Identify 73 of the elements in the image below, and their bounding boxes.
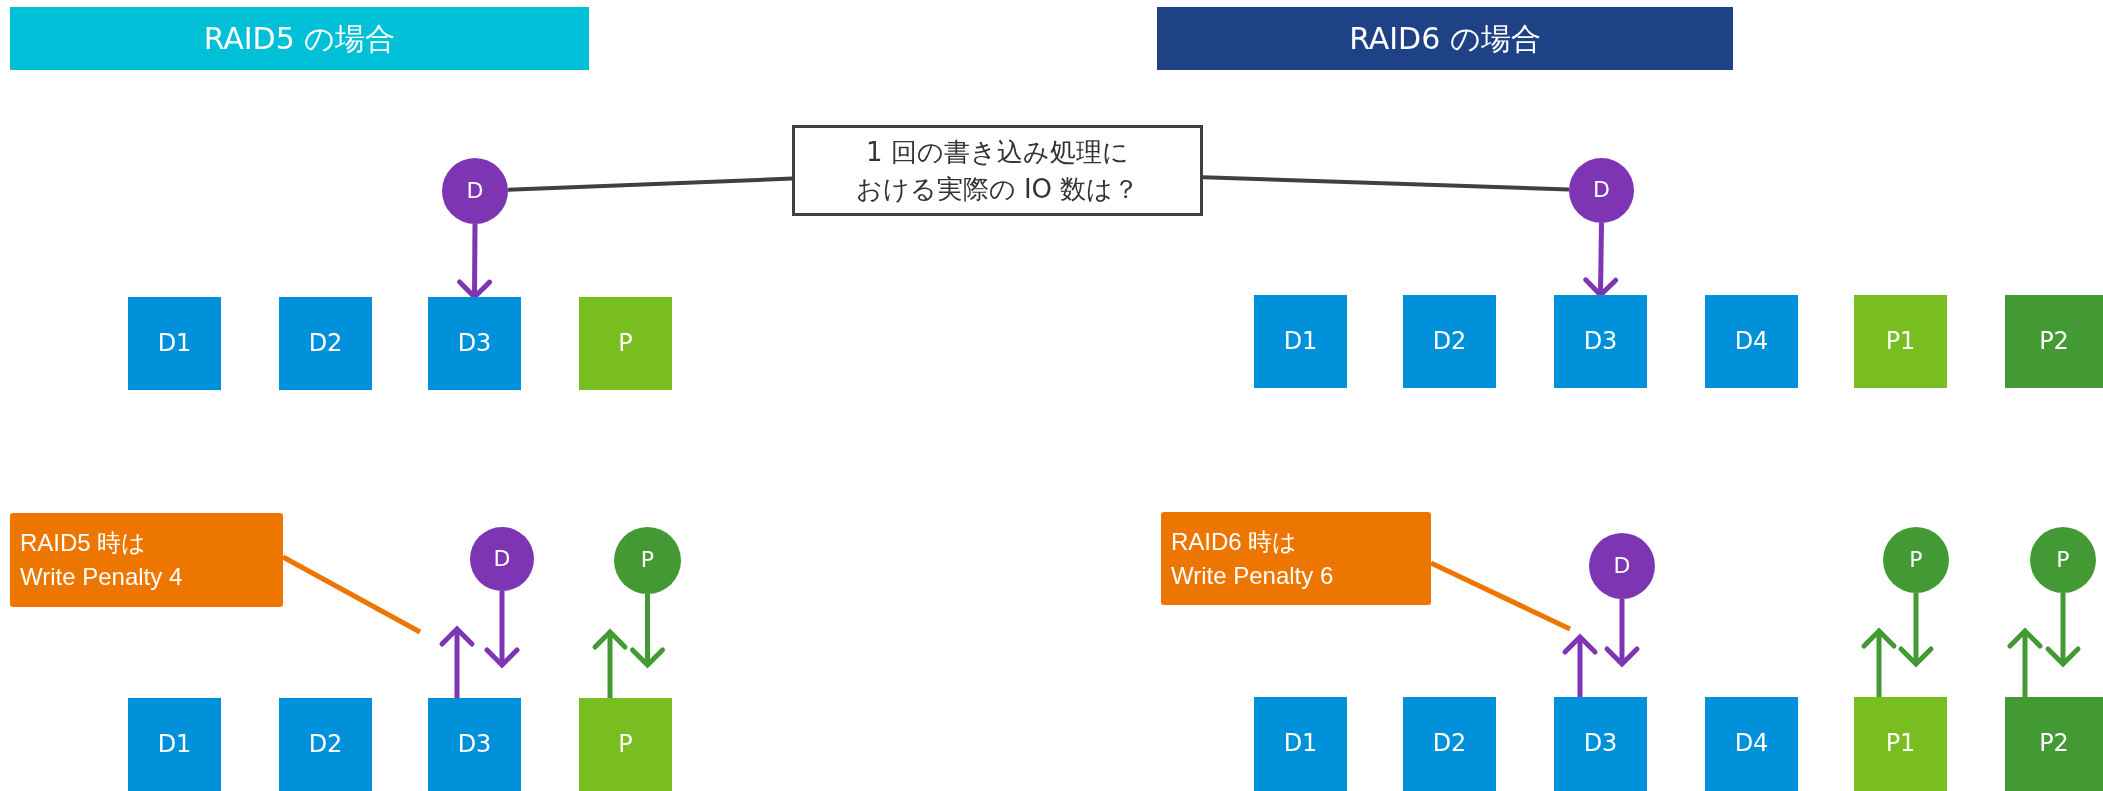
disk-block xyxy=(579,297,672,390)
disk-block xyxy=(428,698,521,791)
disk-label: D2 xyxy=(1432,728,1467,760)
leader-line xyxy=(1202,175,1570,192)
circle-label: D xyxy=(1613,551,1631,580)
disk-block xyxy=(1854,697,1947,791)
disk-label: P1 xyxy=(1885,728,1916,760)
arrow xyxy=(592,629,628,698)
disk-block xyxy=(1854,295,1947,388)
disk-label: D2 xyxy=(308,327,343,359)
disk-block xyxy=(579,698,672,791)
arrow xyxy=(2007,628,2043,697)
disk-label: D3 xyxy=(457,728,492,760)
disk-label: P xyxy=(618,327,633,359)
arrow xyxy=(1861,628,1897,697)
leader-line xyxy=(507,176,793,192)
disk-block xyxy=(279,698,372,791)
disk-block xyxy=(1254,697,1347,791)
callout-box xyxy=(792,125,1203,216)
disk-block xyxy=(279,297,372,390)
circle-label: P xyxy=(1909,545,1923,574)
callout-text: 1 回の書き込み処理における実際の IO 数は？ xyxy=(854,136,1141,206)
arrow xyxy=(484,591,520,668)
disk-label: P2 xyxy=(2039,728,2069,760)
disk-block xyxy=(1403,295,1496,388)
disk-label: D2 xyxy=(308,728,343,760)
disk-block xyxy=(128,297,221,390)
disk-block xyxy=(1705,697,1798,791)
disk-label: P1 xyxy=(1885,325,1916,357)
disk-label: D4 xyxy=(1734,728,1769,760)
disk-block xyxy=(1554,295,1647,388)
header-title: RAID5 の場合 xyxy=(203,19,396,58)
disk-label: D1 xyxy=(1283,325,1318,357)
arrow xyxy=(1583,222,1619,298)
arrow xyxy=(457,224,493,300)
disk-label: D1 xyxy=(157,728,192,760)
arrow xyxy=(1604,599,1640,667)
disk-label: D1 xyxy=(157,327,192,359)
circle-label: D xyxy=(493,544,511,573)
header-banner xyxy=(10,7,589,70)
leader-line xyxy=(1429,560,1572,632)
note-box xyxy=(1161,512,1431,605)
disk-block xyxy=(1705,295,1798,388)
circle-label: D xyxy=(466,176,484,205)
disk-label: D3 xyxy=(457,327,492,359)
disk-block xyxy=(128,698,221,791)
arrow xyxy=(630,594,665,668)
disk-label: P xyxy=(618,728,633,760)
arrow xyxy=(1562,634,1598,697)
circle-label: P xyxy=(640,546,655,575)
header-banner xyxy=(1157,7,1733,70)
disk-label: D1 xyxy=(1283,728,1318,760)
disk-block xyxy=(1254,295,1347,388)
circle-label: P xyxy=(2056,545,2070,574)
circle-label: D xyxy=(1593,176,1610,205)
leader-line xyxy=(281,554,422,635)
disk-label: D3 xyxy=(1583,325,1618,357)
note-box xyxy=(10,513,283,607)
arrow xyxy=(2045,593,2081,667)
note-text: RAID6 時は Write Penalty 6 xyxy=(1171,526,1335,591)
disk-block xyxy=(428,297,521,390)
header-title: RAID6 の場合 xyxy=(1349,19,1541,58)
disk-block xyxy=(2005,697,2103,791)
disk-label: D3 xyxy=(1583,728,1618,760)
disk-block xyxy=(2005,295,2103,388)
note-text: RAID5 時は Write Penalty 4 xyxy=(20,528,184,592)
disk-label: D4 xyxy=(1734,325,1769,357)
arrow xyxy=(439,626,475,698)
disk-label: P2 xyxy=(2039,325,2069,357)
disk-label: D2 xyxy=(1432,325,1467,357)
arrow xyxy=(1898,593,1934,667)
disk-block xyxy=(1554,697,1647,791)
disk-block xyxy=(1403,697,1496,791)
